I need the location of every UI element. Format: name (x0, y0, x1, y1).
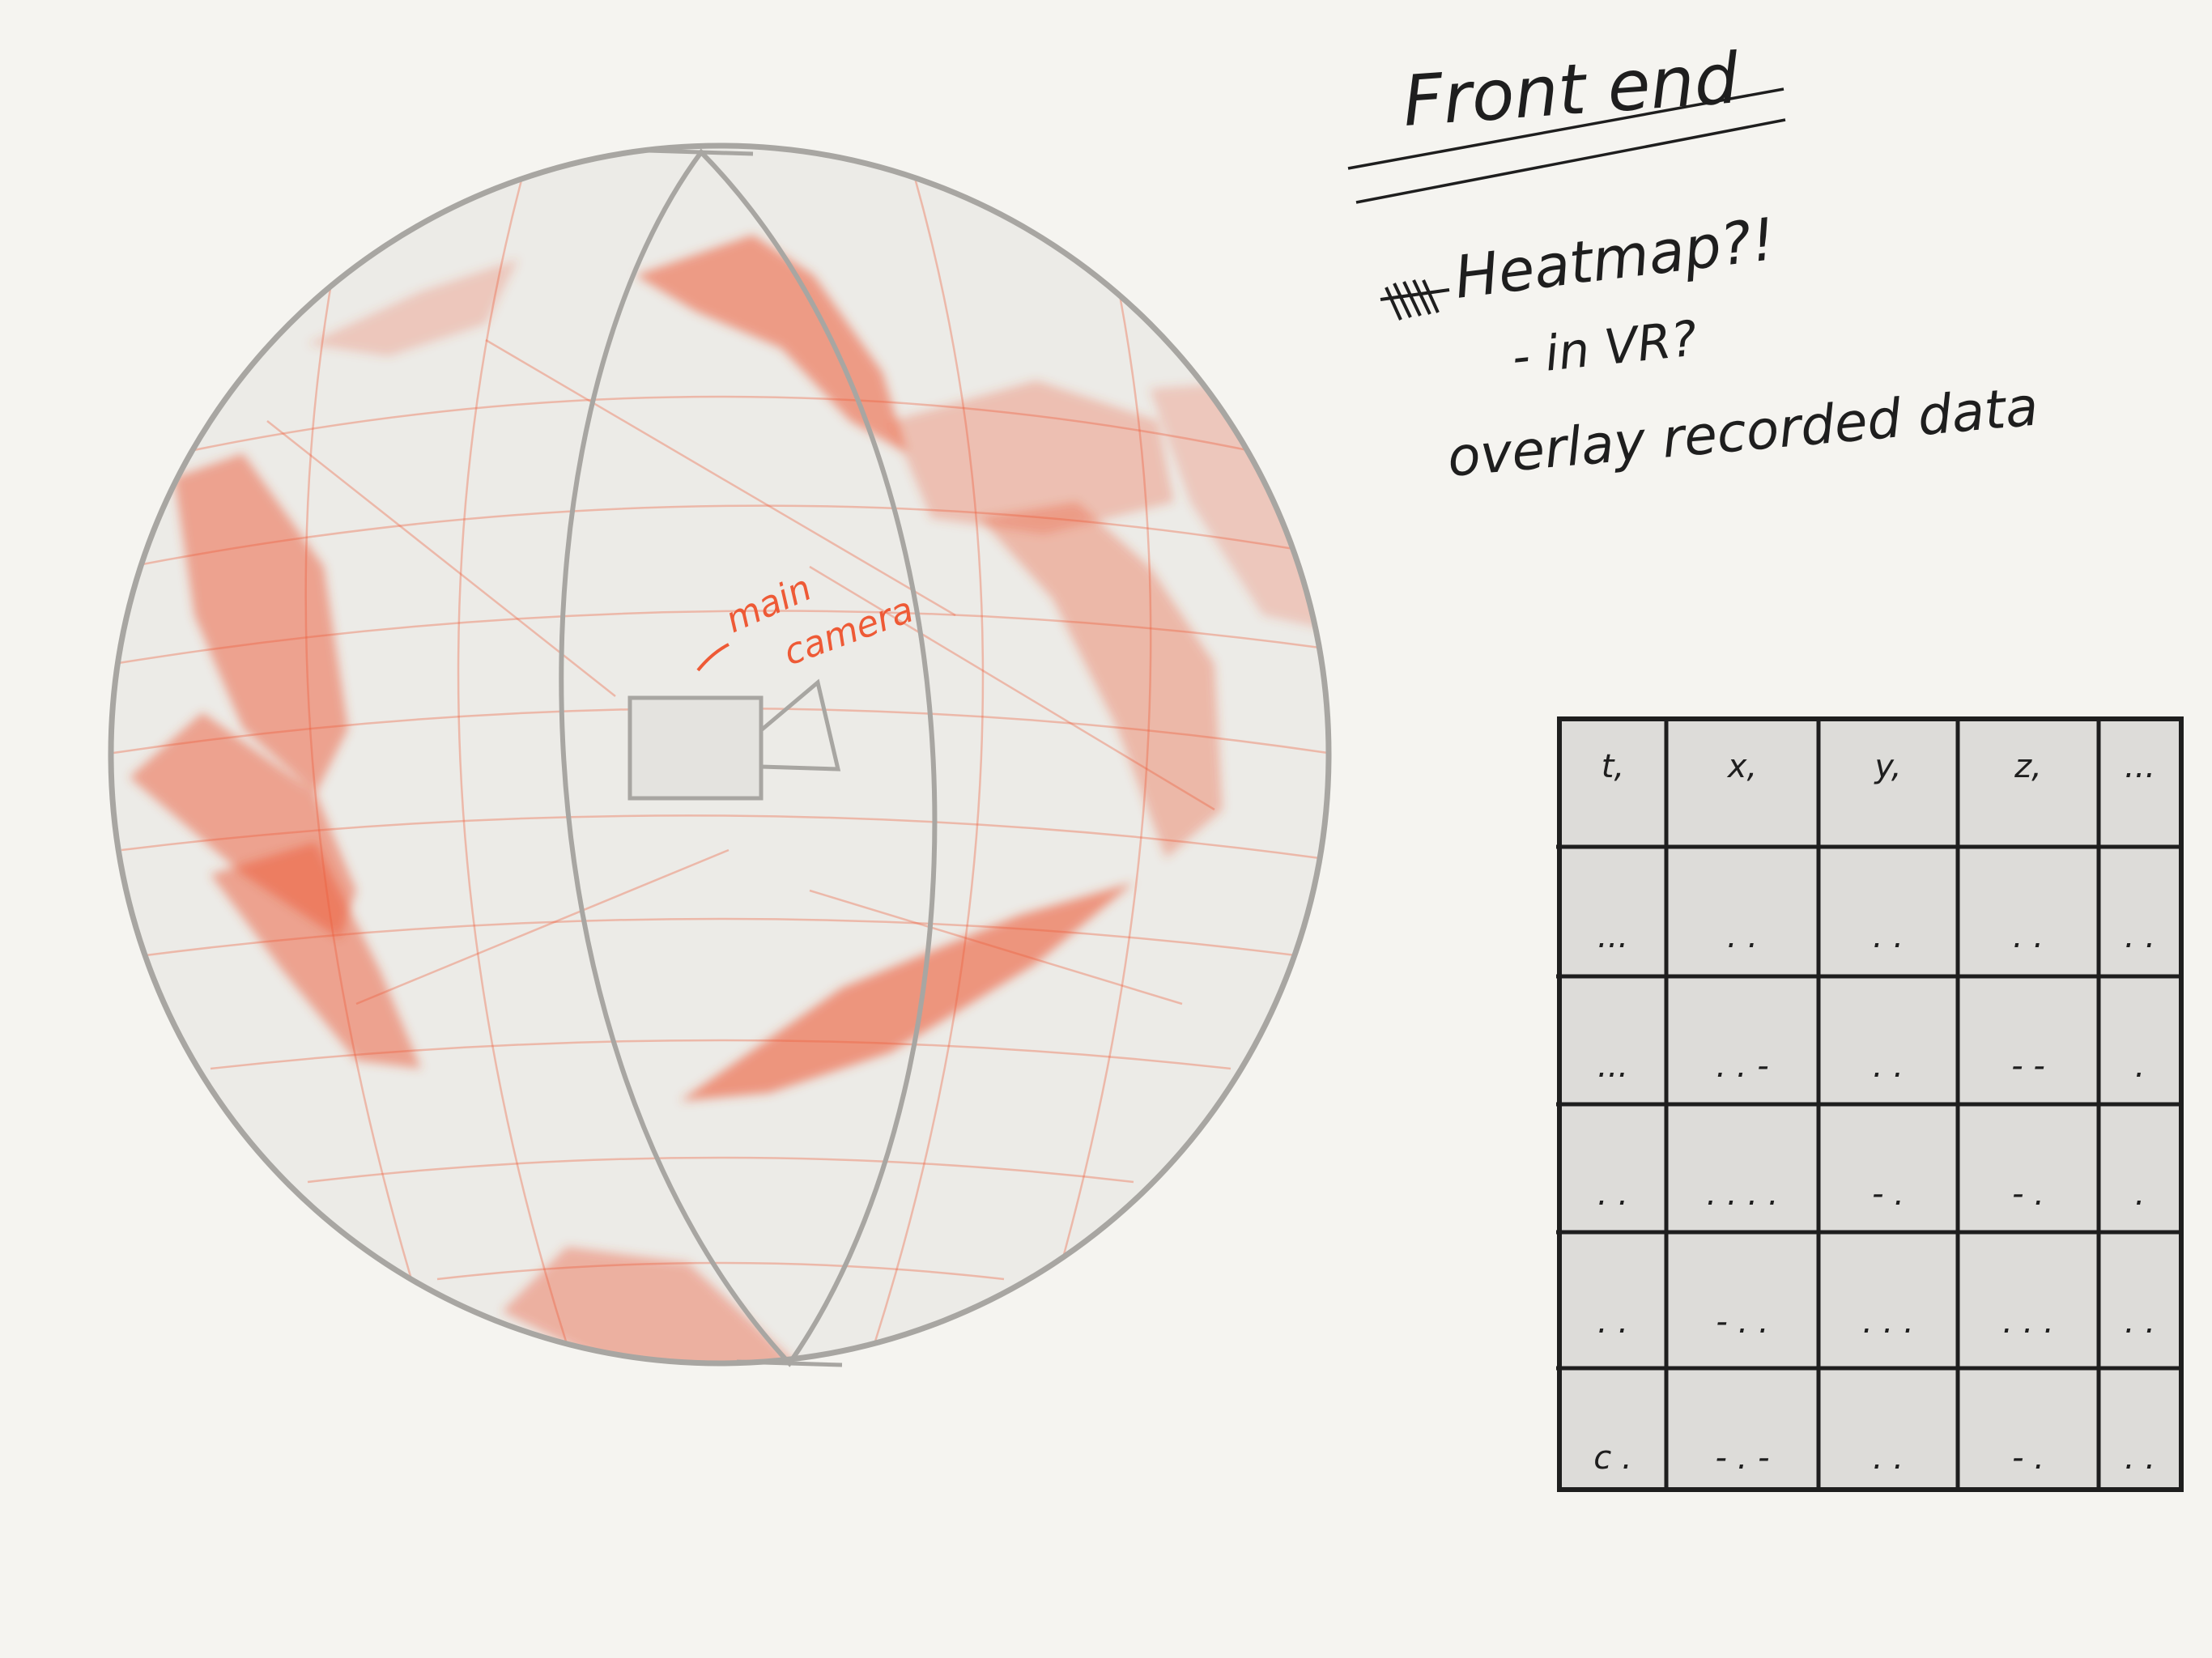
table-grid (1556, 719, 2181, 1490)
table-cell: . . - (1716, 1048, 1768, 1085)
heat-patch-top (636, 235, 907, 453)
table-cell: c . (1593, 1439, 1631, 1477)
table-cell: - . (1872, 1175, 1904, 1213)
table-header-cell: ... (2125, 748, 2155, 785)
table-cell: . . (1873, 1439, 1904, 1477)
table-cell: . . (2013, 918, 2044, 955)
table-cell: . (2135, 1048, 2146, 1085)
notes-line3: overlay recorded data (1445, 375, 2041, 488)
table-cell: . . (1873, 1048, 1904, 1085)
heat-patch-left-lower (211, 842, 421, 1069)
table-cell: - - (2011, 1048, 2045, 1085)
table-cell: . . . . (1706, 1175, 1778, 1213)
sphere-grid-lines (113, 161, 1329, 1345)
title-underline-1 (1347, 87, 1784, 170)
notes-block: Front end Heatmap?! - in VR? overlay rec… (1347, 38, 2041, 489)
table-cell: - . (2012, 1175, 2044, 1213)
table-cell: - . - (1715, 1439, 1769, 1477)
table-cell: ... (1597, 918, 1628, 955)
table-cell: . . (2125, 1439, 2155, 1477)
table-cell: . . (1727, 918, 1758, 955)
meridian-top-cap (647, 148, 754, 156)
table-header-cell: t, (1602, 748, 1624, 785)
heat-patch-left-upper (174, 453, 348, 793)
table-cell: . . (1597, 1175, 1628, 1213)
notes-line2: - in VR? (1509, 310, 1699, 386)
table-cell: . . (2125, 918, 2155, 955)
table-header-cell: x, (1726, 748, 1757, 785)
sphere-outline (108, 142, 1332, 1367)
table-cell: . . (2125, 1303, 2155, 1341)
table-cell: . . . (2002, 1303, 2054, 1341)
meridian-bottom-cap (736, 1359, 843, 1367)
table-cell: . . (1873, 918, 1904, 955)
data-table: t,x,y,z,....... .. .. .. ..... . -. .- -… (1556, 716, 2184, 1492)
heat-patch-top-left (308, 259, 518, 356)
title-underline-2 (1355, 118, 1786, 204)
table-cells: t,x,y,z,....... .. .. .. ..... . -. .- -… (1593, 748, 2155, 1477)
vr-sphere: main camera (108, 142, 1332, 1367)
notes-line1: Heatmap?! (1451, 205, 1779, 312)
heat-patch-lower-right (680, 882, 1134, 1101)
table-cell: . . (1597, 1303, 1628, 1341)
heat-patch-right-band (980, 502, 1223, 858)
table-cell: ... (1597, 1048, 1628, 1085)
scribble-bullet (1380, 279, 1450, 321)
table-header-cell: z, (2014, 748, 2042, 785)
camera-icon (627, 678, 841, 801)
heat-patch-right-upper (891, 380, 1174, 534)
table-cell: - . (2012, 1439, 2044, 1477)
table-cell: - . . (1716, 1303, 1768, 1341)
table-cell: . . . (1862, 1303, 1914, 1341)
table-cell: . (2135, 1175, 2146, 1213)
table-header-cell: y, (1874, 748, 1901, 785)
